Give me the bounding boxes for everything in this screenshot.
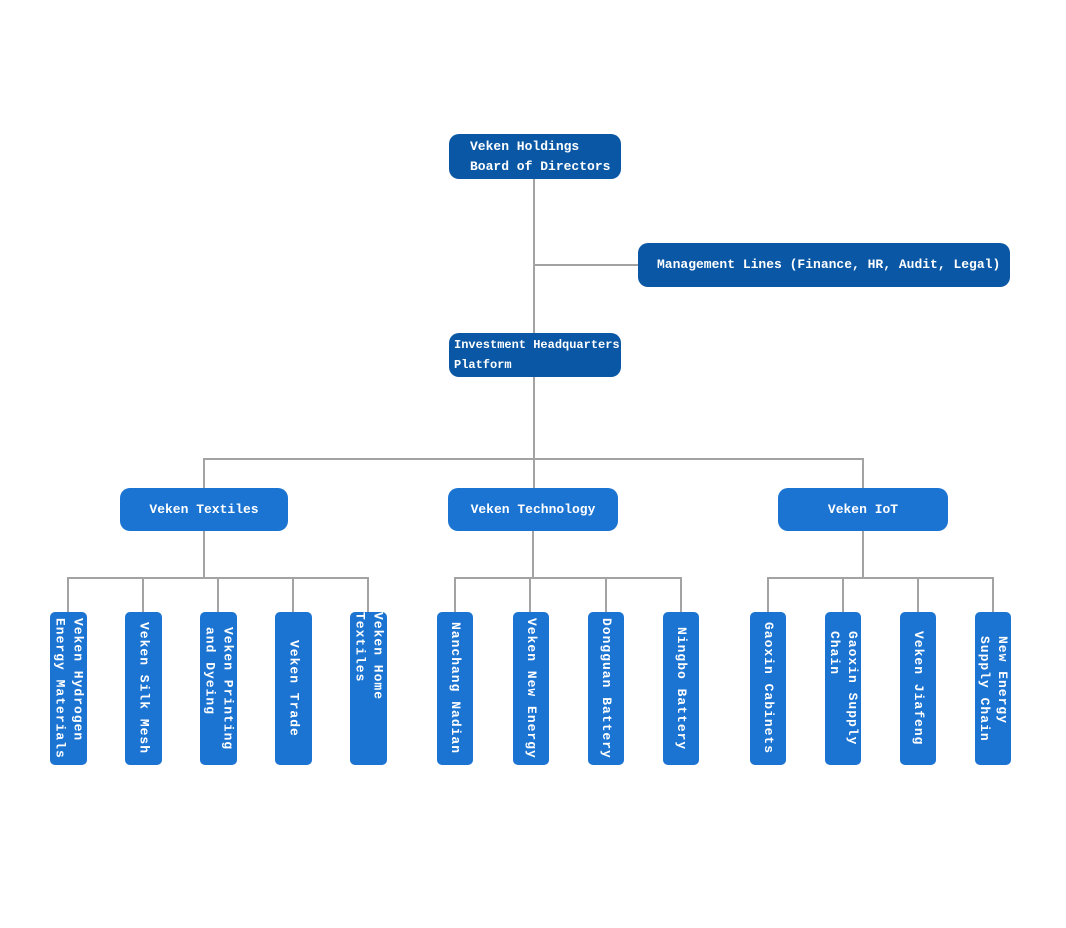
connector-line	[917, 577, 919, 612]
org-node-label: Veken Hydrogen Energy Materials	[52, 618, 86, 759]
connector-line	[605, 577, 607, 612]
org-node-veken-silk-mesh: Veken Silk Mesh	[125, 612, 162, 765]
org-node-label: Veken Home Textiles	[352, 612, 386, 701]
connector-line	[533, 377, 535, 488]
connector-line	[842, 577, 844, 612]
org-node-ningbo-battery: Ningbo Battery	[663, 612, 699, 765]
org-node-label: Nanchang Nadian	[448, 622, 463, 755]
connector-line	[534, 264, 638, 266]
org-node-label: Veken Printing and Dyeing	[202, 626, 236, 751]
connector-line	[862, 531, 864, 578]
org-node-label: Veken Trade	[286, 640, 302, 737]
org-node-board-of-directors: Veken Holdings Board of Directors	[449, 134, 621, 179]
org-node-veken-jiafeng: Veken Jiafeng	[900, 612, 936, 765]
org-node-veken-home-textiles: Veken Home Textiles	[350, 612, 387, 765]
connector-line	[67, 577, 69, 612]
connector-line	[217, 577, 219, 612]
connector-line	[203, 531, 205, 578]
org-node-veken-trade: Veken Trade	[275, 612, 312, 765]
org-node-management-lines: Management Lines (Finance, HR, Audit, Le…	[638, 243, 1010, 287]
org-node-veken-textiles: Veken Textiles	[120, 488, 288, 531]
connector-line	[454, 577, 456, 612]
org-node-label: Dongguan Battery	[599, 618, 614, 759]
connector-line	[862, 458, 864, 488]
connector-line	[767, 577, 993, 579]
org-node-veken-hydrogen-energy-materials: Veken Hydrogen Energy Materials	[50, 612, 87, 765]
org-node-label: New Energy Supply Chain	[977, 635, 1010, 742]
connector-line	[680, 577, 682, 612]
connector-line	[142, 577, 144, 612]
connector-line	[203, 458, 205, 488]
org-node-label: Gaoxin Supply Chain	[827, 631, 860, 746]
org-node-veken-iot: Veken IoT	[778, 488, 948, 531]
org-node-dongguan-battery: Dongguan Battery	[588, 612, 624, 765]
connector-line	[533, 179, 535, 333]
org-node-veken-technology: Veken Technology	[448, 488, 618, 531]
connector-line	[767, 577, 769, 612]
org-node-veken-new-energy: Veken New Energy	[513, 612, 549, 765]
connector-line	[367, 577, 369, 612]
org-node-label: Ningbo Battery	[674, 626, 689, 751]
org-node-veken-printing-and-dyeing: Veken Printing and Dyeing	[200, 612, 237, 765]
connector-line	[992, 577, 994, 612]
connector-line	[454, 577, 681, 579]
connector-line	[532, 531, 534, 578]
org-node-label: Veken Jiafeng	[911, 631, 926, 746]
org-node-gaoxin-cabinets: Gaoxin Cabinets	[750, 612, 786, 765]
connector-line	[529, 577, 531, 612]
org-node-label: Gaoxin Cabinets	[761, 622, 776, 755]
org-node-new-energy-supply-chain: New Energy Supply Chain	[975, 612, 1011, 765]
org-node-gaoxin-supply-chain: Gaoxin Supply Chain	[825, 612, 861, 765]
org-node-nanchang-nadian: Nanchang Nadian	[437, 612, 473, 765]
connector-line	[203, 458, 864, 460]
connector-line	[292, 577, 294, 612]
org-node-investment-platform: Investment Headquarters Platform	[449, 333, 621, 377]
org-node-label: Veken Silk Mesh	[136, 622, 152, 755]
org-node-label: Veken New Energy	[524, 618, 539, 759]
